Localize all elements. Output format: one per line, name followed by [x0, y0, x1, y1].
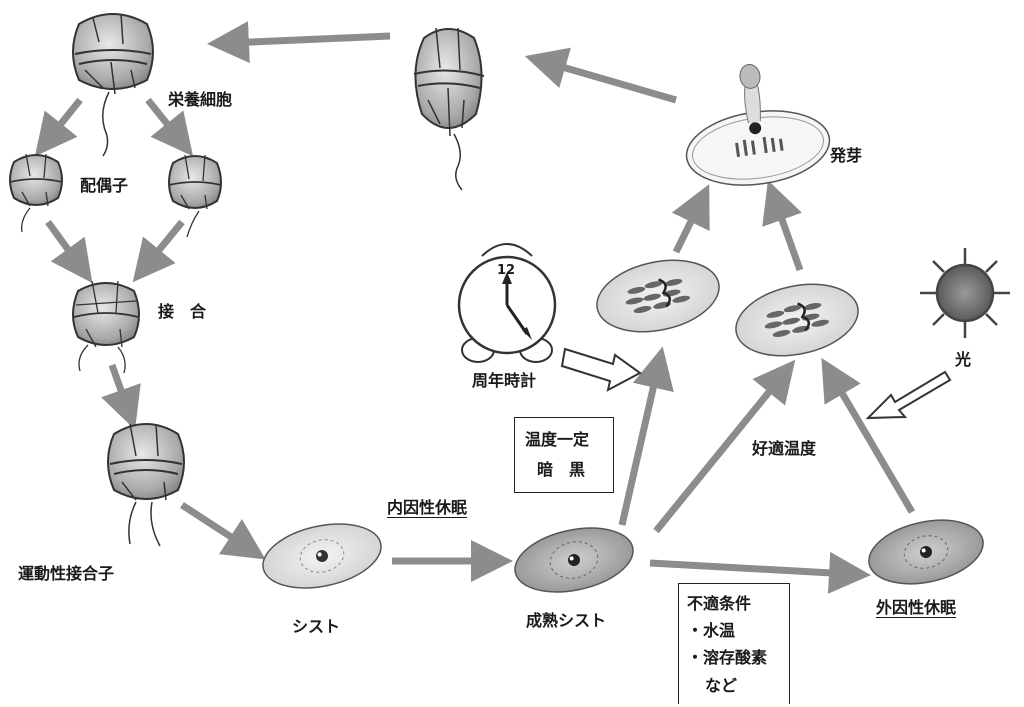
gamete-right-icon [168, 154, 222, 238]
arrow-left-activated-to-germ [671, 184, 710, 254]
mature-cyst-icon [514, 527, 634, 593]
arrow-top-center-to-top-left [207, 21, 391, 64]
arrow-exo-to-right-activated [821, 357, 916, 514]
exogenous-cyst-icon [868, 519, 984, 585]
condition-box-unfavorable: 不適条件 ・水温 ・溶存酸素 など [678, 583, 790, 704]
hollow-arrow-clock [560, 347, 642, 392]
activated-cyst-right-icon [735, 283, 859, 357]
exogenous-dormancy-label: 外因性休眠 [876, 598, 957, 617]
light-label: 光 [955, 350, 972, 369]
germinating-cyst-icon [685, 63, 831, 186]
arrow-top-left-to-gamete-left [34, 97, 83, 157]
condition-box-2-line3: ・溶存酸素 [687, 648, 768, 667]
conjugation-label: 接 合 [158, 302, 207, 321]
arrow-zygote-down [101, 363, 141, 430]
cyst-label: シスト [292, 617, 341, 636]
condition-box-1-line1: 温度一定 [525, 430, 590, 449]
arrow-mature-to-left-activated [618, 346, 674, 526]
arrow-top-left-to-gamete-right [145, 97, 194, 157]
hollow-arrow-light [865, 370, 952, 420]
vegetative-cell-icon [72, 13, 154, 157]
condition-box-constant-dark: 温度一定 暗 黒 [514, 417, 614, 493]
clock-digits: 12 [497, 263, 516, 278]
gamete-label: 配偶子 [80, 176, 129, 195]
circannual-clock-label: 周年時計 [472, 371, 537, 390]
flow-arrows [34, 21, 916, 594]
condition-box-2-line2: ・水温 [687, 621, 736, 640]
condition-box-1-line2: 暗 黒 [537, 460, 586, 479]
endogenous-dormancy-label: 内因性休眠 [387, 498, 468, 517]
arrow-right-activated-to-germ [762, 180, 804, 272]
arrow-top-right-to-top-center [524, 47, 677, 104]
arrow-mature-to-right-activated [653, 359, 796, 534]
arrow-gamete-right-to-zygote [132, 219, 185, 283]
germination-label: 発芽 [830, 146, 863, 165]
optimal-temperature-label: 好適温度 [752, 439, 817, 458]
activated-cyst-left-icon [596, 259, 720, 333]
arrow-gamete-left-to-zygote [45, 219, 93, 283]
vegetative-cell-label: 栄養細胞 [168, 90, 233, 109]
motile-zygote-icon [107, 423, 185, 547]
cyst-icon [262, 523, 382, 589]
vegetative-cell-center-icon [413, 27, 485, 191]
motile-zygote-label: 運動性接合子 [18, 564, 115, 583]
condition-box-2-line1: 不適条件 [687, 594, 752, 613]
sun-icon [920, 248, 1010, 338]
arrow-mature-to-exo [649, 551, 871, 594]
conjugation-cell-icon [72, 280, 140, 374]
condition-box-2-line4: など [705, 676, 738, 695]
gamete-left-icon [9, 153, 63, 233]
arrow-motile-to-cyst [180, 502, 266, 560]
alarm-clock-icon [457, 243, 557, 363]
mature-cyst-label: 成熟シスト [526, 611, 607, 630]
